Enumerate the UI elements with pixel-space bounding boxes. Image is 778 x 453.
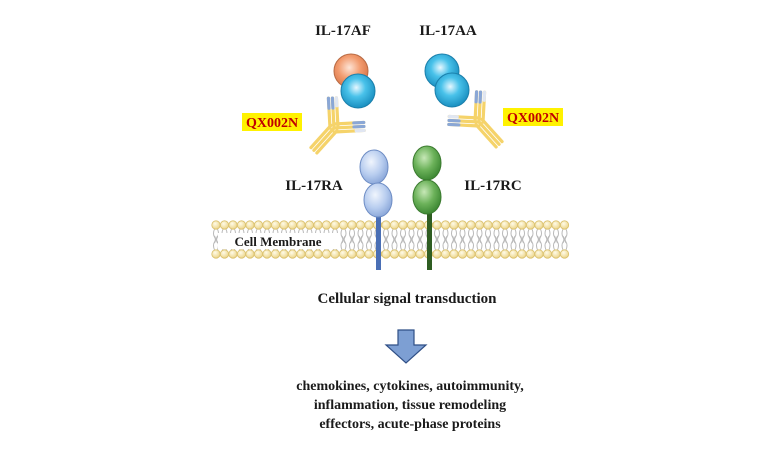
qx-right-highlight [503, 108, 563, 126]
label-il17rc: IL-17RC [464, 178, 522, 194]
il17rc-transmembrane-stalk [427, 210, 432, 270]
outcome-line-3: effectors, acute-phase proteins [319, 417, 501, 432]
label-qx002n-left: QX002N [246, 116, 298, 131]
il17a-subunit-bottom [434, 72, 470, 108]
il17a-subunit [340, 73, 376, 109]
label-cell-membrane: Cell Membrane [234, 234, 321, 249]
outcome-line-2: inflammation, tissue remodeling [314, 398, 506, 413]
label-il17af: IL-17AF [315, 23, 371, 39]
qx-left-highlight [242, 113, 302, 131]
label-qx002n-right: QX002N [507, 111, 559, 126]
il17rc-receptor [412, 145, 442, 270]
il17ra-domain-top [359, 149, 389, 185]
il17ra-transmembrane-stalk [376, 210, 381, 270]
il17aa-dimer [424, 53, 470, 108]
label-signal-transduction: Cellular signal transduction [318, 291, 498, 307]
il17rc-domain-top [412, 145, 442, 181]
label-il17aa: IL-17AA [419, 23, 477, 39]
il17ra-domain-bottom [363, 182, 393, 218]
cell-membrane [211, 220, 570, 259]
down-arrow-icon [384, 329, 428, 364]
il17rc-domain-bottom [412, 179, 442, 215]
il17ra-receptor [359, 149, 393, 270]
label-il17ra: IL-17RA [285, 178, 343, 194]
il17af-dimer [333, 53, 376, 109]
outcome-line-1: chemokines, cytokines, autoimmunity, [296, 379, 524, 394]
